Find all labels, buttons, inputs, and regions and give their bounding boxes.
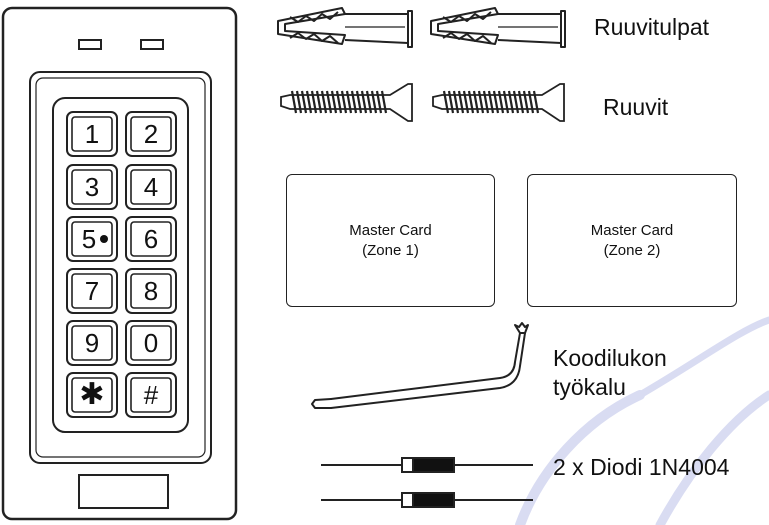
- tool-label-line2: työkalu: [553, 374, 626, 400]
- keypad-key: 9: [66, 320, 118, 366]
- screws-label: Ruuvit: [603, 94, 669, 120]
- keypad-key-label: 4: [144, 172, 158, 202]
- card-zone: (Zone 1): [362, 241, 419, 259]
- diodes-label: 2 x Diodi 1N4004: [553, 454, 730, 480]
- wall-plug-icon: [277, 7, 413, 48]
- keypad-device: [1, 6, 238, 521]
- keypad-key-label: 6: [144, 224, 158, 254]
- hex-key-tool-icon: [311, 322, 529, 409]
- keypad-key: 8: [125, 268, 177, 314]
- wall-plug-icon: [430, 7, 566, 48]
- card-zone: (Zone 2): [603, 241, 661, 259]
- screw-icon: [280, 83, 413, 122]
- card-title: Master Card: [349, 221, 432, 239]
- master-card-zone-1: Master Card (Zone 1): [286, 174, 495, 307]
- master-card-zone-2: Master Card (Zone 2): [527, 174, 737, 307]
- keypad-key-label: 1: [85, 119, 99, 149]
- keypad-key: 5: [66, 216, 118, 262]
- keypad-keys: 1 2 3 4 5 6 7 8 9 0 ✱ #: [66, 111, 177, 418]
- keypad-key-label: 8: [144, 276, 158, 306]
- card-title: Master Card: [590, 221, 674, 239]
- keypad-key: #: [125, 372, 177, 418]
- keypad-key-label: 7: [85, 276, 99, 306]
- keypad-key: 6: [125, 216, 177, 262]
- keypad-key: 0: [125, 320, 177, 366]
- keypad-key: 4: [125, 164, 177, 210]
- keypad-key-label: 9: [85, 328, 99, 358]
- keypad-key: ✱: [66, 372, 118, 418]
- watermark: [515, 316, 769, 525]
- keypad-key-label: ✱: [79, 378, 104, 411]
- keypad-key-label: 2: [144, 119, 158, 149]
- tool-label-line1: Koodilukon: [553, 345, 667, 371]
- diode-icon: [321, 492, 533, 508]
- keypad-key-label: 3: [85, 172, 99, 202]
- keypad-key: 1: [66, 111, 118, 157]
- tactile-dot-icon: [100, 235, 108, 243]
- screw-icon: [432, 83, 565, 122]
- keypad-key-label: 5: [82, 224, 96, 254]
- keypad-key: 7: [66, 268, 118, 314]
- wall-plugs-label: Ruuvitulpat: [594, 14, 710, 40]
- keypad-key: 3: [66, 164, 118, 210]
- diode-icon: [321, 457, 533, 473]
- keypad-key: 2: [125, 111, 177, 157]
- keypad-key-label: 0: [144, 328, 158, 358]
- keypad-key-label: #: [144, 380, 159, 410]
